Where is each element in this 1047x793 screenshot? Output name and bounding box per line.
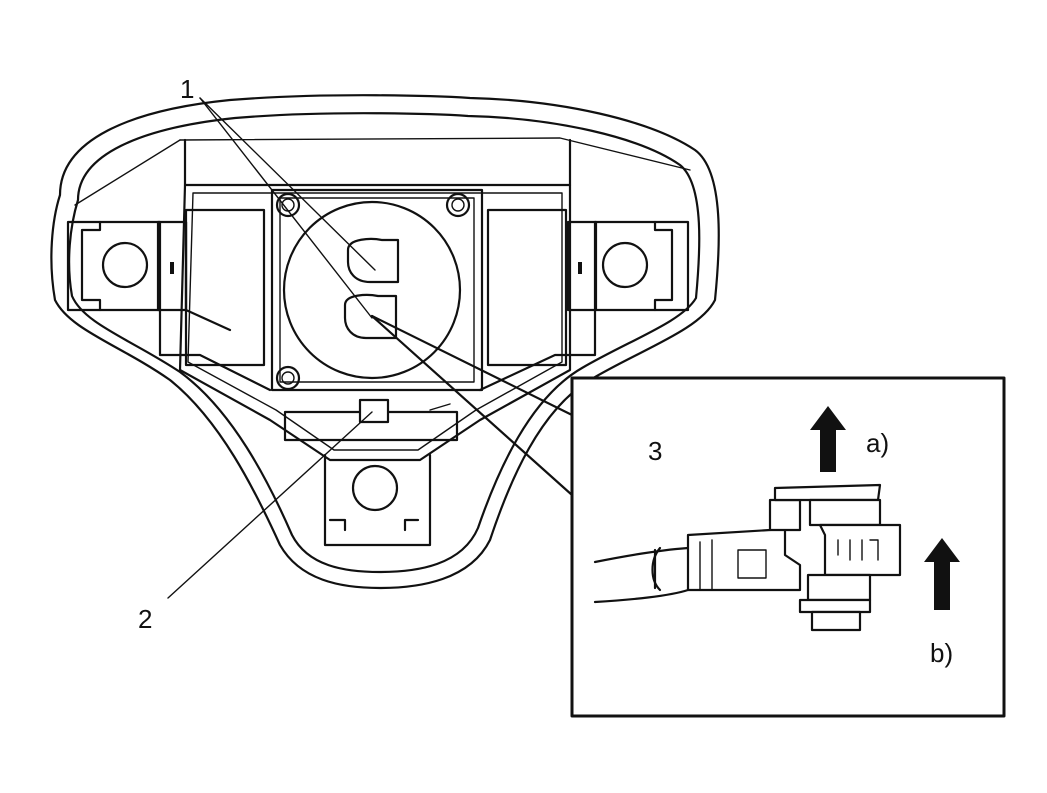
callout-label-b: b)	[930, 638, 953, 668]
detail-zoom-wedge	[370, 314, 574, 497]
callout-label-3: 3	[648, 436, 662, 466]
callout-label-2: 2	[138, 604, 152, 634]
arrow-b	[924, 538, 960, 610]
right-mount-bracket	[478, 208, 690, 392]
inflator-plate	[270, 188, 484, 392]
left-mount-bracket	[66, 208, 272, 392]
airbag-connector	[686, 483, 902, 632]
detail-inset	[570, 376, 1006, 718]
arrow-a	[810, 406, 846, 472]
airbag-connector-sockets	[343, 237, 400, 340]
bottom-bracket	[283, 398, 459, 547]
steering-wheel-pad	[50, 94, 720, 590]
callout-label-1: 1	[180, 74, 194, 104]
callout-label-a: a)	[866, 428, 889, 458]
